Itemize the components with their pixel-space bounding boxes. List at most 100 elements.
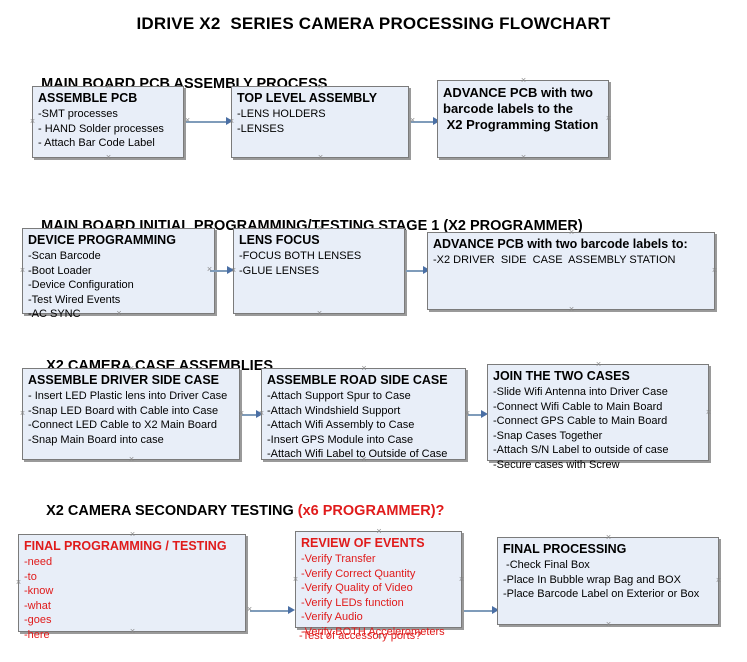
resize-handle-bottom[interactable] <box>605 621 612 628</box>
box-item: - Insert LED Plastic lens into Driver Ca… <box>28 390 228 403</box>
box-item: -Slide Wifi Antenna into Driver Case <box>493 386 668 399</box>
box-header: LENS FOCUS <box>239 233 320 247</box>
resize-handle-right[interactable] <box>715 577 722 584</box>
box-item: -LENSES <box>237 122 285 135</box>
connector-arrow <box>210 270 230 272</box>
connector-arrow <box>186 121 228 123</box>
box-assemble-road-side-case[interactable]: ASSEMBLE ROAD SIDE CASE -Attach Support … <box>261 368 466 460</box>
box-item: -Scan Barcode <box>28 250 101 263</box>
box-item: -SMT processes <box>38 108 118 121</box>
resize-handle-right[interactable] <box>605 115 612 122</box>
box-assemble-driver-side-case[interactable]: ASSEMBLE DRIVER SIDE CASE - Insert LED P… <box>22 368 240 460</box>
box-item: -Snap LED Board with Cable into Case <box>28 404 219 417</box>
box-item: -need <box>24 556 53 569</box>
connector-arrowhead <box>433 117 440 125</box>
box-item: -Check Final Box <box>503 559 590 572</box>
resize-handle-right[interactable] <box>458 576 465 583</box>
box-review-of-events[interactable]: REVIEW OF EVENTS -Verify Transfer -Verif… <box>292 531 465 638</box>
box-item: -Device Configuration <box>28 279 134 292</box>
connector-arrow <box>250 610 290 612</box>
resize-handle-bottom[interactable] <box>568 306 575 313</box>
box-item: -Attach Wifi Label to Outside of Case <box>267 448 448 461</box>
resize-handle-bottom[interactable] <box>520 154 527 161</box>
box-item: -GLUE LENSES <box>239 264 320 277</box>
box-item: -Verify Transfer <box>301 553 376 566</box>
connector-arrowhead <box>481 410 488 418</box>
resize-handle-top[interactable] <box>520 77 527 84</box>
box-item: -to <box>24 570 37 583</box>
box-join-the-two-cases[interactable]: JOIN THE TWO CASES -Slide Wifi Antenna i… <box>487 361 712 471</box>
box-item: -Snap Main Board into case <box>28 433 164 446</box>
connector-arrowhead <box>256 410 263 418</box>
connector-arrow <box>468 414 484 416</box>
box-item: -Snap Cases Together <box>493 429 603 442</box>
resize-handle-bottom[interactable] <box>105 154 112 161</box>
box-advance-pcb-to-x2-programming-station[interactable]: ADVANCE PCB with two barcode labels to t… <box>437 80 609 158</box>
section-title-text: X2 CAMERA SECONDARY TESTING <box>46 503 298 519</box>
section-title-x2-camera-secondary-testing: X2 CAMERA SECONDARY TESTING (x6 PROGRAMM… <box>30 487 444 535</box>
resize-handle-bottom[interactable] <box>317 154 324 161</box>
box-item: -LENS HOLDERS <box>237 108 326 121</box>
box-item: -know <box>24 585 54 598</box>
connector-arrowhead <box>492 606 499 614</box>
box-final-programming-testing[interactable]: FINAL PROGRAMMING / TESTING -need -to -k… <box>15 534 246 641</box>
box-item: -Test Wired Events <box>28 293 121 306</box>
box-item: -Attach Wifi Assembly to Case <box>267 419 415 432</box>
box-top-level-assembly[interactable]: TOP LEVEL ASSEMBLY -LENS HOLDERS -LENSES <box>231 86 409 158</box>
resize-handle-bottom[interactable] <box>128 456 135 463</box>
box-item: -Connect LED Cable to X2 Main Board <box>28 419 217 432</box>
connector-arrowhead <box>226 117 233 125</box>
box-lens-focus[interactable]: LENS FOCUS -FOCUS BOTH LENSES -GLUE LENS… <box>233 228 405 314</box>
box-item: - HAND Solder processes <box>38 122 164 135</box>
box-item: - Attach Bar Code Label <box>38 137 155 150</box>
box-item: -Connect GPS Cable to Main Board <box>493 415 668 428</box>
resize-handle-left[interactable] <box>19 410 26 417</box>
box-item: -Verify Correct Quantity <box>301 567 416 580</box>
box-item: -AC SYNC <box>28 308 81 321</box>
box-header: DEVICE PROGRAMMING <box>28 233 176 247</box>
box-item: -goes <box>24 614 52 627</box>
connector-arrowhead <box>288 606 295 614</box>
resize-handle-left[interactable] <box>29 118 36 125</box>
box-item: -Verify BOTH Accelerometers <box>301 625 445 638</box>
box-device-programming[interactable]: DEVICE PROGRAMMING -Scan Barcode -Boot L… <box>19 228 215 320</box>
resize-handle-left[interactable] <box>19 267 26 274</box>
connector-arrow <box>406 270 426 272</box>
box-item: -here <box>24 628 50 641</box>
connector-arrow <box>464 610 495 612</box>
box-item: -Verify Audio <box>301 611 363 624</box>
resize-handle-right[interactable] <box>711 267 718 274</box>
section-title-suffix: (x6 PROGRAMMER)? <box>297 503 445 519</box>
resize-handle-right[interactable] <box>705 409 712 416</box>
box-item: -Connect Wifi Cable to Main Board <box>493 400 663 413</box>
box-header: JOIN THE TWO CASES <box>493 369 630 383</box>
box-item: -Attach Support Spur to Case <box>267 390 411 403</box>
connector-arrowhead <box>423 266 430 274</box>
box-header: REVIEW OF EVENTS <box>301 536 425 550</box>
box-item: -Place In Bubble wrap Bag and BOX <box>503 573 681 586</box>
box-item: -Place Barcode Label on Exterior or Box <box>503 588 700 601</box>
box-header: FINAL PROCESSING <box>503 542 627 556</box>
box-item: -X2 DRIVER SIDE CASE ASSEMBLY STATION <box>433 254 676 267</box>
resize-handle-top[interactable] <box>605 534 612 541</box>
connector-arrowhead <box>227 266 234 274</box>
box-item: -FOCUS BOTH LENSES <box>239 250 362 263</box>
resize-handle-top[interactable] <box>595 361 602 368</box>
box-item: -Verify Quality of Video <box>301 582 413 595</box>
box-item: -Boot Loader <box>28 264 92 277</box>
box-advance-pcb-to-driver-side-case-assembly[interactable]: ADVANCE PCB with two barcode labels to: … <box>427 232 715 310</box>
box-assemble-pcb[interactable]: ASSEMBLE PCB -SMT processes - HAND Solde… <box>32 86 184 158</box>
box-header: TOP LEVEL ASSEMBLY <box>237 91 378 105</box>
box-item: -Verify LEDs function <box>301 596 404 609</box>
box-final-processing[interactable]: FINAL PROCESSING -Check Final Box -Place… <box>497 537 719 625</box>
box-header: FINAL PROGRAMMING / TESTING <box>24 539 227 553</box>
box-item: -Attach Windshield Support <box>267 404 401 417</box>
resize-handle-top[interactable] <box>361 365 368 372</box>
box-header: ADVANCE PCB with two barcode labels to t… <box>443 85 599 132</box>
box-header: ASSEMBLE ROAD SIDE CASE <box>267 373 448 387</box>
resize-handle-left[interactable] <box>292 576 299 583</box>
resize-handle-bottom[interactable] <box>316 310 323 317</box>
resize-handle-left[interactable] <box>15 579 22 586</box>
box-item: -Secure cases with Screw <box>493 458 620 471</box>
